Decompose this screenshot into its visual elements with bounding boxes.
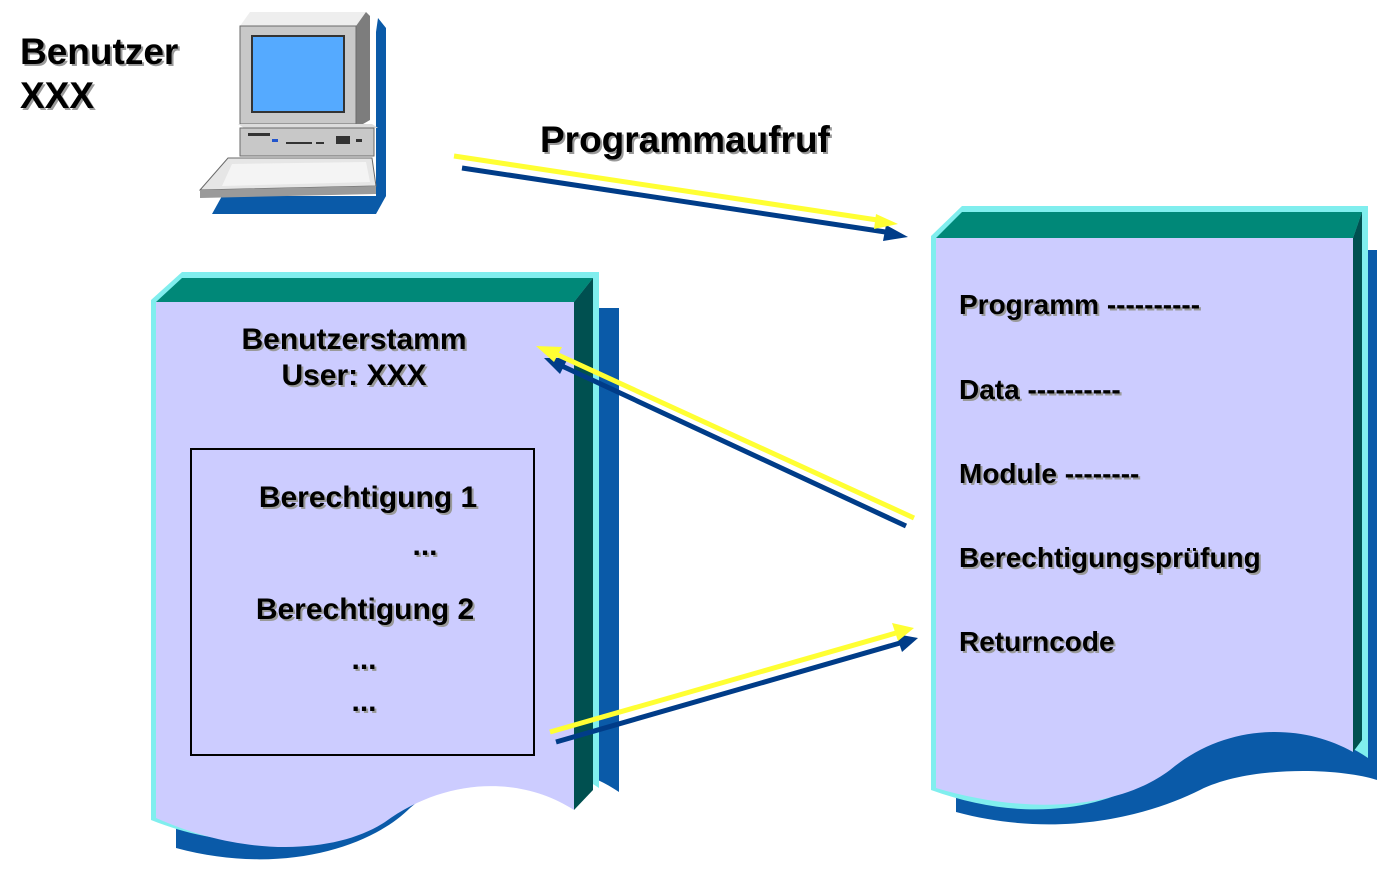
program-line-authorization-check: Berechtigungsprüfung [959,542,1261,573]
program-call-arrow [453,153,908,241]
user-label-line1: Benutzer [20,31,179,72]
program-top-face [936,212,1362,238]
returncode-arrow [549,623,918,745]
program-call-label: Programmaufruf [540,119,830,160]
computer-icon [198,12,386,214]
authorization-1: Berechtigung 1 [258,481,478,514]
user-master-side-face [574,278,593,810]
user-master-front-face [156,302,574,848]
authorization-ellipsis-1: ... [412,529,438,562]
program-line-returncode: Returncode [959,626,1115,657]
user-master-title: Benutzerstamm User: XXX [241,322,466,394]
program-document [931,206,1377,825]
authorization-ellipsis-2: ... [351,643,377,676]
user-master-title-line: Benutzerstamm [241,323,467,356]
authorization-ellipsis-3: ... [351,685,377,718]
authorization-check-arrow [536,346,916,529]
program-line-data: Data ---------- [959,374,1121,405]
authorization-2: Berechtigung 2 [255,593,475,626]
program-front-face [936,238,1353,805]
user-master-top-face [156,278,593,302]
user-label: Benutzer XXX [20,30,178,118]
authorization-box [190,448,535,756]
user-master-subtitle-line: User: XXX [281,359,427,392]
program-line-programm: Programm ---------- [959,289,1201,320]
user-label-line2: XXX [20,75,95,116]
program-side-face [1353,212,1362,752]
user-master-document [151,272,619,860]
program-line-module: Module -------- [959,458,1140,489]
